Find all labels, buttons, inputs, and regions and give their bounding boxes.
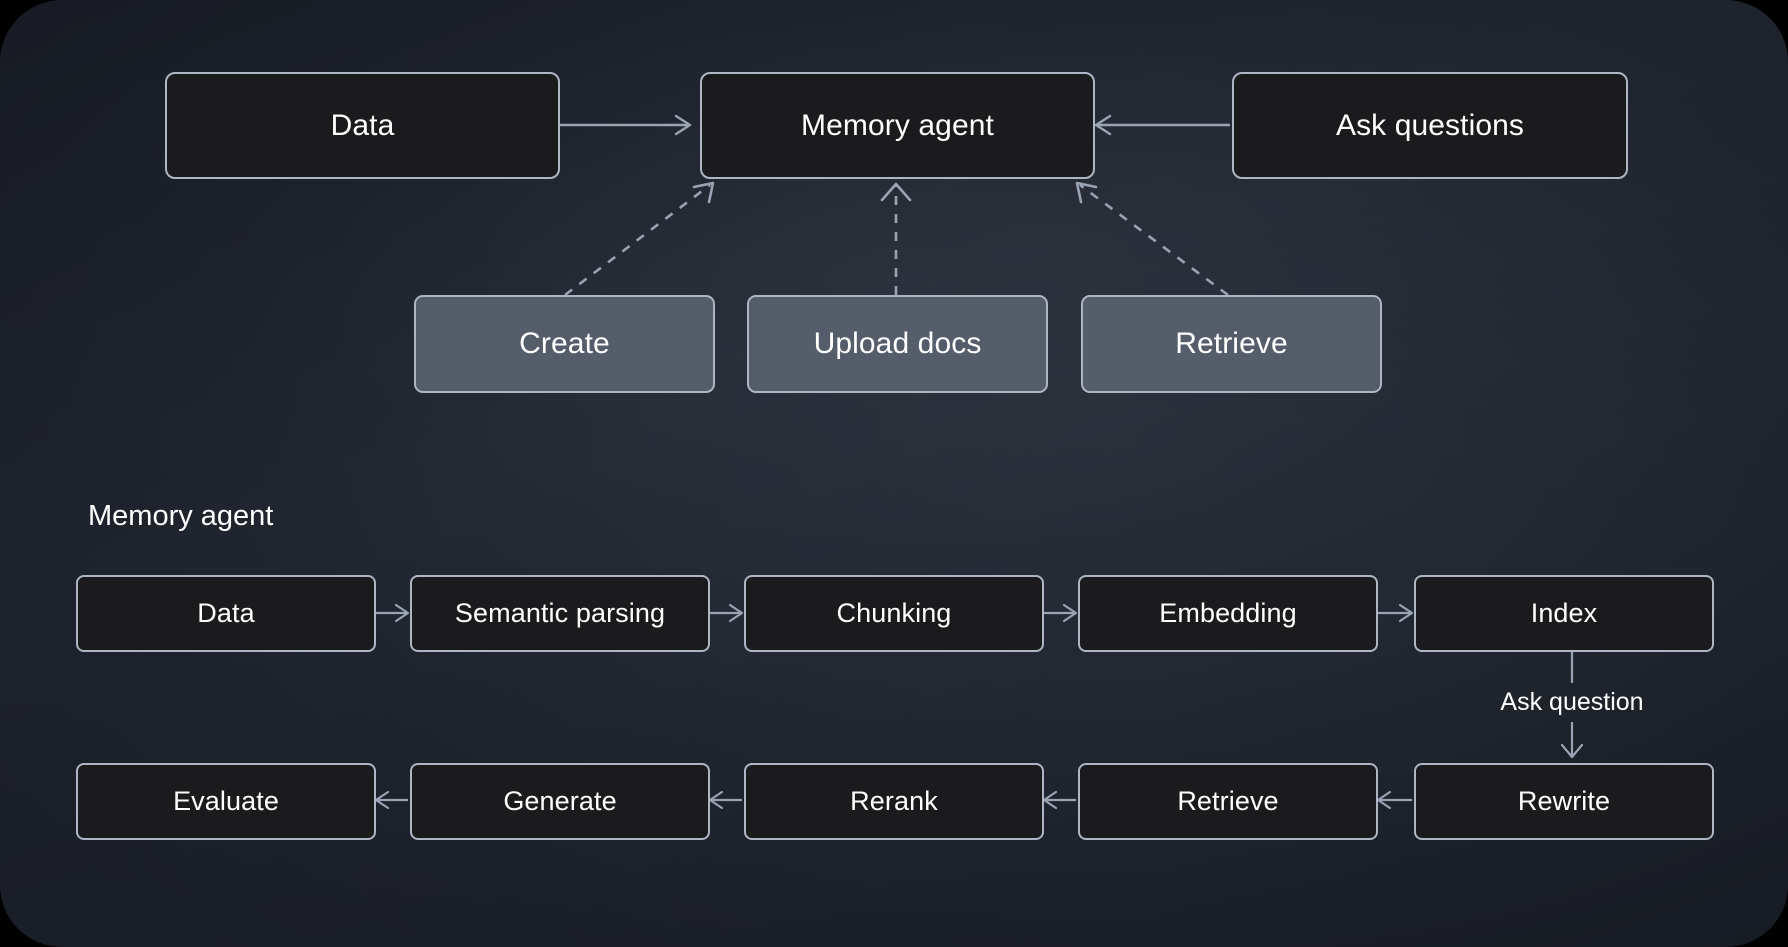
node-retrieve-overview[interactable]: Retrieve bbox=[1081, 295, 1382, 393]
node-label: Data bbox=[197, 598, 255, 628]
node-label: Index bbox=[1530, 598, 1598, 628]
edge-rewrite-to-retrieve bbox=[1376, 790, 1412, 810]
node-pipeline-index[interactable]: Index bbox=[1414, 575, 1714, 652]
node-label: Create bbox=[519, 327, 610, 360]
edge-upload-docs-to-memory-agent bbox=[880, 182, 912, 295]
edge-create-to-memory-agent bbox=[564, 181, 715, 297]
node-pipeline-generate[interactable]: Generate bbox=[410, 763, 710, 840]
node-pipeline-rewrite[interactable]: Rewrite bbox=[1414, 763, 1714, 840]
edge-semantic-parsing-to-chunking bbox=[710, 603, 744, 623]
node-data-overview[interactable]: Data bbox=[165, 72, 560, 179]
node-label: Rewrite bbox=[1517, 786, 1611, 816]
edge-retrieve-to-rerank bbox=[1042, 790, 1076, 810]
node-label: Embedding bbox=[1159, 598, 1297, 628]
edge-ask-questions-to-memory-agent bbox=[1094, 114, 1230, 136]
node-pipeline-evaluate[interactable]: Evaluate bbox=[76, 763, 376, 840]
edge-retrieve-to-memory-agent bbox=[1075, 181, 1229, 297]
node-label: Chunking bbox=[836, 598, 952, 628]
node-label: Upload docs bbox=[813, 327, 982, 360]
node-create-overview[interactable]: Create bbox=[414, 295, 715, 393]
node-pipeline-retrieve[interactable]: Retrieve bbox=[1078, 763, 1378, 840]
node-label: Semantic parsing bbox=[454, 598, 666, 628]
edge-generate-to-evaluate bbox=[374, 790, 408, 810]
node-label: Data bbox=[330, 108, 395, 142]
node-label: Rerank bbox=[850, 786, 938, 816]
node-label: Retrieve bbox=[1175, 327, 1288, 360]
node-pipeline-embedding[interactable]: Embedding bbox=[1078, 575, 1378, 652]
node-upload-docs-overview[interactable]: Upload docs bbox=[747, 295, 1048, 393]
node-pipeline-semantic-parsing[interactable]: Semantic parsing bbox=[410, 575, 710, 652]
edge-rerank-to-generate bbox=[708, 790, 742, 810]
node-label: Retrieve bbox=[1177, 786, 1279, 816]
edge-data-to-memory-agent bbox=[560, 114, 692, 136]
edge-chunking-to-embedding bbox=[1044, 603, 1078, 623]
node-memory-agent-overview[interactable]: Memory agent bbox=[700, 72, 1095, 179]
node-label: Generate bbox=[503, 786, 617, 816]
pipeline-section-title: Memory agent bbox=[88, 500, 274, 532]
node-pipeline-data[interactable]: Data bbox=[76, 575, 376, 652]
node-label: Evaluate bbox=[173, 786, 279, 816]
node-label: Memory agent bbox=[801, 108, 994, 142]
node-pipeline-chunking[interactable]: Chunking bbox=[744, 575, 1044, 652]
node-pipeline-rerank[interactable]: Rerank bbox=[744, 763, 1044, 840]
node-label: Ask questions bbox=[1335, 108, 1525, 142]
edge-label-ask-question: Ask question bbox=[1500, 688, 1644, 716]
edge-data-to-semantic-parsing bbox=[376, 603, 410, 623]
edge-embedding-to-index bbox=[1378, 603, 1414, 623]
node-ask-questions-overview[interactable]: Ask questions bbox=[1232, 72, 1628, 179]
